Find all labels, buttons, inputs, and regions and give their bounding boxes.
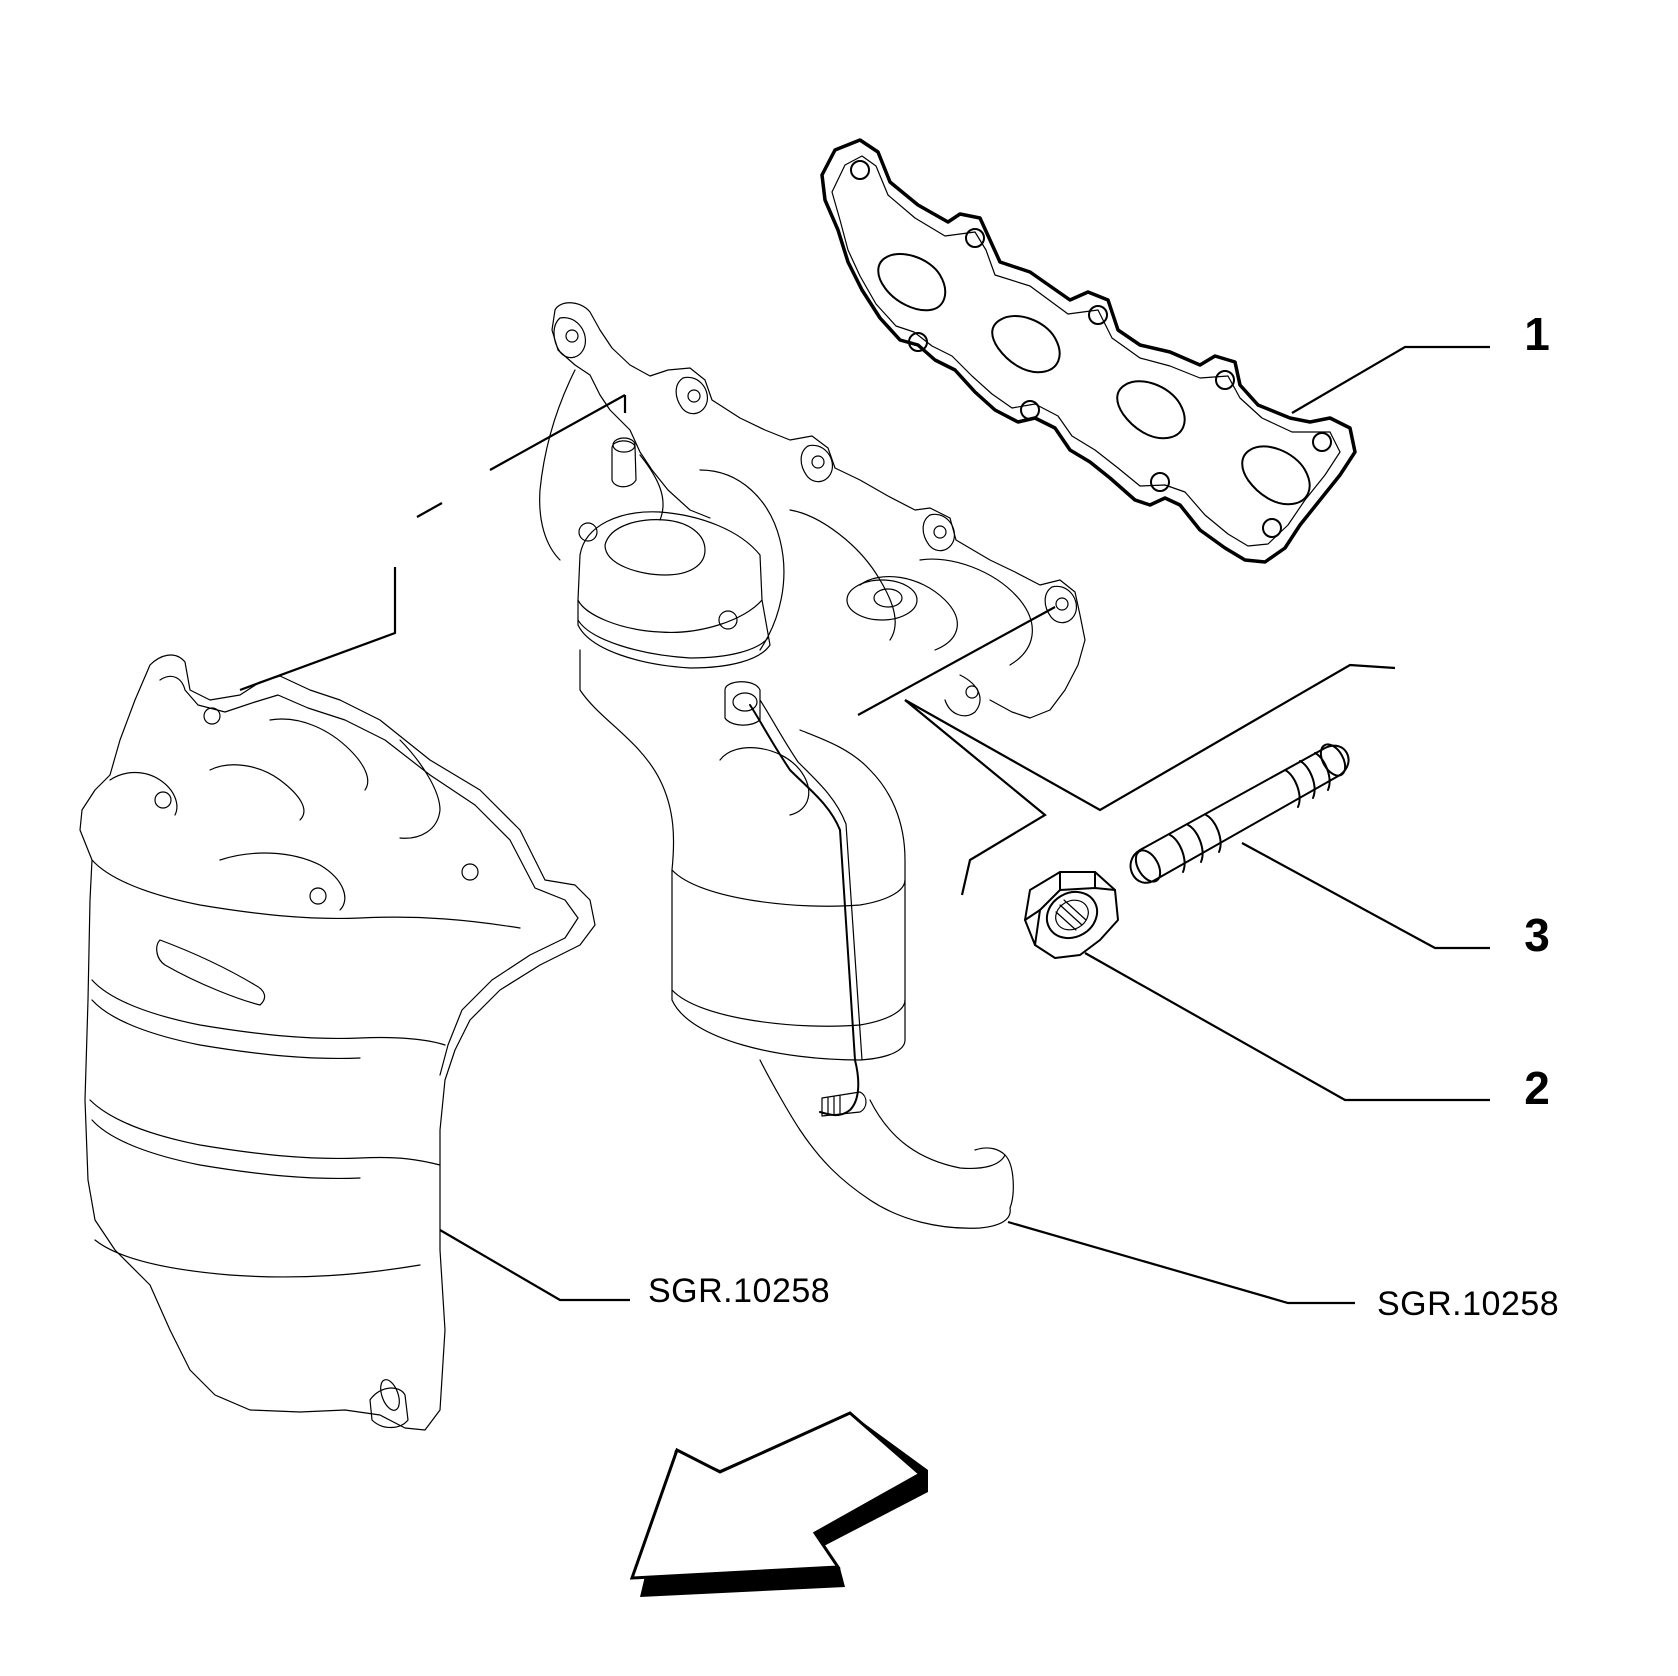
exhaust-manifold-gasket[interactable] xyxy=(820,138,1357,564)
hex-nut[interactable] xyxy=(1024,871,1119,959)
exhaust-manifold-catalyst[interactable] xyxy=(539,302,1086,1229)
callout-2-label: 2 xyxy=(1524,1062,1550,1114)
alignment-lines xyxy=(239,394,1396,896)
threaded-stud[interactable] xyxy=(1129,740,1351,885)
callout-leaders xyxy=(439,345,1490,1305)
callout-3-label: 3 xyxy=(1524,909,1550,961)
heat-shield[interactable] xyxy=(79,654,596,1431)
orientation-arrow-icon xyxy=(629,1411,928,1597)
callout-1-label: 1 xyxy=(1524,308,1550,360)
reference-manifold-catalyst[interactable]: SGR.10258 xyxy=(1377,1285,1559,1323)
reference-heat-shield[interactable]: SGR.10258 xyxy=(648,1272,830,1310)
